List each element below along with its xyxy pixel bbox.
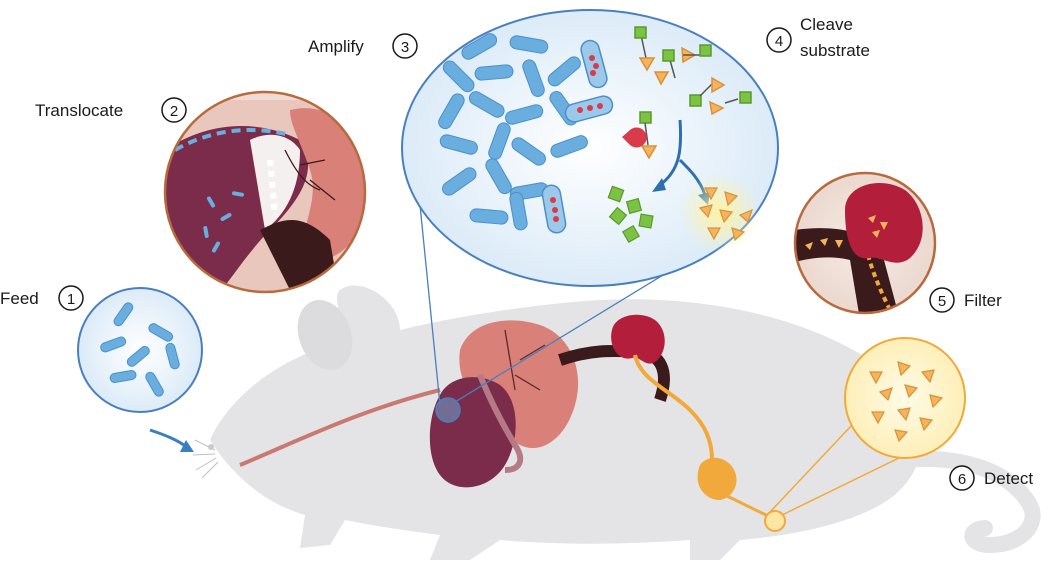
feed-arrow-head (180, 440, 194, 452)
step-5-text: Filter (964, 291, 1002, 310)
step-4-number: 4 (775, 33, 783, 50)
step-3-text: Amplify (308, 37, 364, 56)
substrate-molecules (634, 26, 752, 160)
ureter (633, 354, 714, 461)
detect-bubble (844, 337, 966, 459)
step-3-number: 3 (401, 39, 409, 56)
mouse-nose (208, 444, 214, 450)
zoom-source-dot (435, 397, 461, 423)
mouse-illustration (192, 285, 1041, 560)
step-2-label: Translocate 2 (35, 97, 187, 123)
gut-tract-line (239, 388, 441, 467)
cleave-arrow (659, 119, 683, 187)
step-4-text-line1: Cleave (800, 15, 853, 34)
step-1-text: Feed (0, 289, 39, 308)
zoom-cone-detect (769, 424, 906, 516)
mouse-tail (897, 451, 1041, 554)
amplify-bacteria (438, 33, 588, 231)
step-2-number: 2 (170, 103, 178, 120)
bladder-organ (697, 457, 737, 500)
step-6-label: 6 Detect (949, 465, 1033, 491)
translocate-bubble (163, 90, 367, 294)
step-6-number: 6 (958, 471, 966, 488)
filter-bubble (793, 171, 937, 315)
amplify-bubble (401, 9, 779, 287)
detect-reporters (868, 361, 944, 443)
step-1-label: Feed 1 (0, 285, 84, 311)
engineered-bacteria (541, 39, 614, 234)
step-4-label: 4 Cleave substrate (766, 15, 870, 60)
feed-arrow (149, 428, 189, 450)
step-5-label: 5 Filter (929, 287, 1002, 313)
step-5-number: 5 (938, 293, 946, 310)
cleaved-fragments (607, 185, 654, 244)
step-1-number: 1 (67, 291, 75, 308)
reporter-triangles (698, 187, 753, 242)
step-4-text-line2: substrate (800, 41, 870, 60)
step-2-text: Translocate (35, 101, 123, 120)
step-6-text: Detect (984, 469, 1033, 488)
kidney-organ (611, 314, 665, 364)
protease-enzyme (622, 127, 647, 148)
feed-bubble (77, 287, 203, 452)
detect-spot (764, 510, 786, 532)
mouse-ear-back (297, 300, 353, 370)
feed-bacteria (100, 302, 180, 397)
step-3-label: Amplify 3 (308, 33, 418, 59)
intestine-organ (459, 320, 579, 449)
